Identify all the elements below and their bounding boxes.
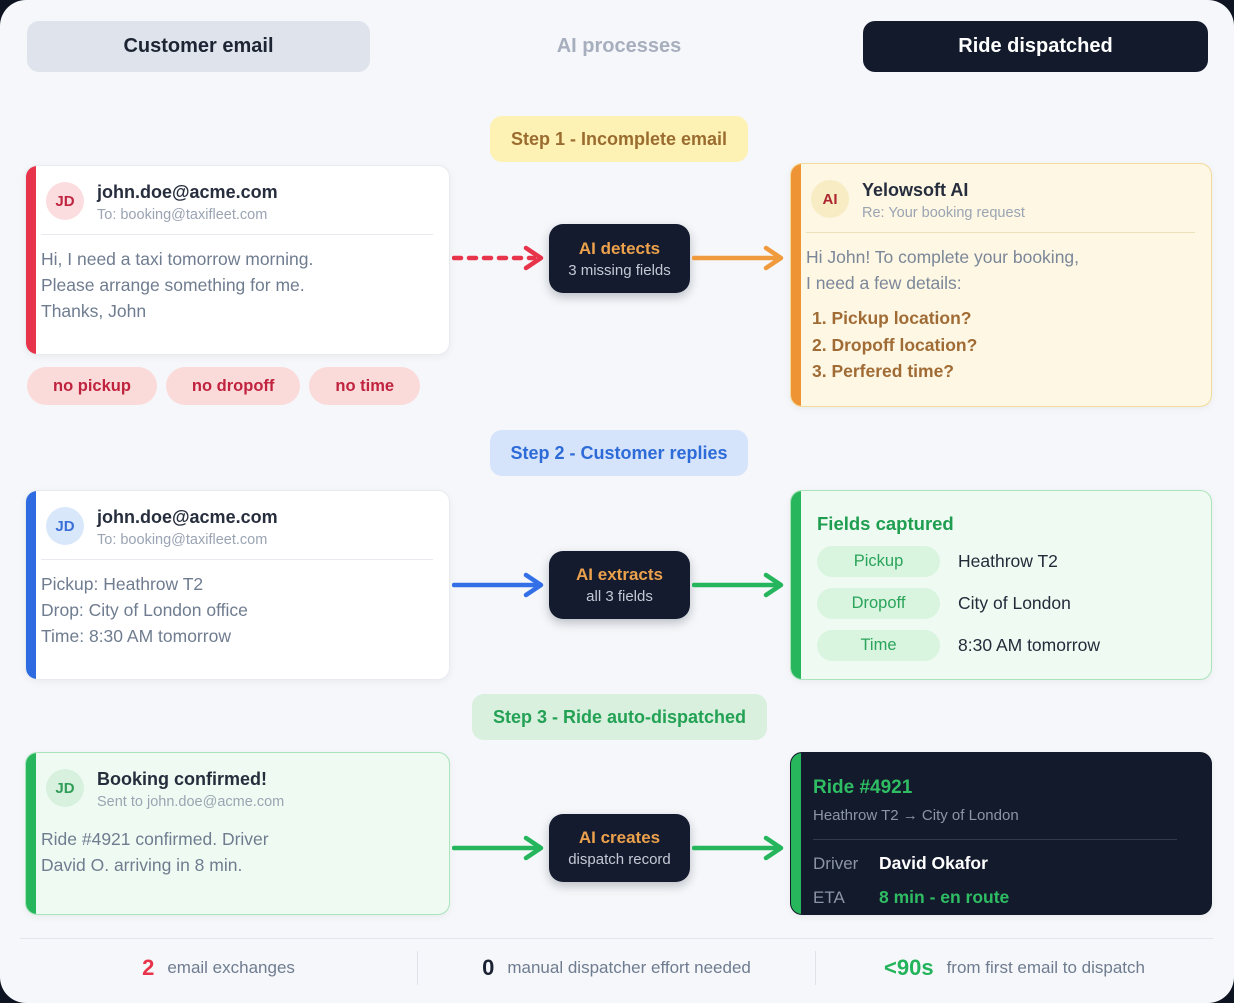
eta-value: 8 min - en route [879,887,1010,907]
missing-field-tags: no pickup no dropoff no time [27,367,421,405]
step2-badge: Step 2 - Customer replies [490,430,748,476]
stat-label: email exchanges [167,958,295,977]
avatar: JD [46,769,84,807]
question-item: 2. Dropoff location? [812,334,978,355]
email-to: To: booking@taxifleet.com [97,532,268,548]
ai-detects-box: AI detects 3 missing fields [549,224,690,293]
question-list: 1. Pickup location? 2. Dropoff location?… [806,305,1191,385]
driver-row: Driver David Okafor [813,853,1187,874]
ai-box-subtitle: 3 missing fields [568,261,671,279]
email-to: To: booking@taxifleet.com [97,207,268,223]
email-body-line: Please arrange something for me. [41,275,305,295]
ride-dispatch-card: Ride #4921 Heathrow T2 → City of London … [790,752,1212,915]
captured-row: Time 8:30 AM tomorrow [817,630,1211,661]
email-from: john.doe@acme.com [97,507,278,527]
step3-confirmation-email-card: JD Booking confirmed! Sent to john.doe@a… [25,752,450,915]
divider [417,951,418,985]
column-header-customer-email[interactable]: Customer email [27,21,370,72]
green-accent-bar [791,491,801,679]
question-item: 1. Pickup location? [812,308,972,328]
avatar: JD [46,507,84,545]
stat-value: <90s [884,955,934,980]
green-accent-bar [791,753,801,914]
ai-box-title: AI detects [578,238,661,258]
reply-subject: Re: Your booking request [862,205,1025,221]
ai-creates-box: AI creates dispatch record [549,814,690,882]
captured-row: Dropoff City of London [817,588,1211,619]
confirmation-meta: Sent to john.doe@acme.com [97,794,285,810]
tag-no-pickup: no pickup [27,367,157,405]
blue-accent-bar [26,491,36,679]
stat-time-to-dispatch: <90s from first email to dispatch [816,955,1213,981]
stat-label: manual dispatcher effort needed [507,958,751,977]
eta-label: ETA [813,888,845,907]
email-body-line: Hi, I need a taxi tomorrow morning. [41,249,314,269]
step1-badge: Step 1 - Incomplete email [490,116,748,162]
divider [41,234,433,235]
blue-arrow-icon [452,572,544,598]
driver-label: Driver [813,854,859,873]
stat-label: from first email to dispatch [946,958,1145,977]
ride-id: Ride #4921 [813,777,913,798]
tag-no-time: no time [309,367,421,405]
column-header-ride-dispatched[interactable]: Ride dispatched [863,21,1208,72]
red-accent-bar [26,166,36,354]
orange-arrow-icon [692,245,784,271]
ai-box-subtitle: all 3 fields [586,588,653,605]
step2-customer-email-card: JD john.doe@acme.com To: booking@taxifle… [25,490,450,680]
email-body-line: Pickup: Heathrow T2 [41,574,204,594]
field-label-time: Time [817,630,940,661]
ai-extracts-box: AI extracts all 3 fields [549,551,690,619]
ai-box-title: AI creates [578,828,661,847]
stat-value: 0 [482,955,495,980]
orange-accent-bar [791,164,801,406]
eta-row: ETA 8 min - en route [813,887,1187,908]
ride-route: Heathrow T2 → City of London [813,807,1019,824]
reply-from: Yelowsoft AI [862,180,969,200]
stat-email-exchanges: 2 email exchanges [20,955,417,981]
divider [806,232,1195,233]
field-value: 8:30 AM tomorrow [958,635,1100,655]
green-accent-bar [26,753,36,914]
driver-name: David Okafor [879,853,988,873]
column-header-ai-processes: AI processes [556,35,682,57]
green-arrow-icon [692,572,784,598]
summary-stats-bar: 2 email exchanges 0 manual dispatcher ef… [20,938,1213,997]
divider [41,559,433,560]
stat-value: 2 [142,955,155,980]
captured-row: Pickup Heathrow T2 [817,546,1211,577]
fields-captured-card: Fields captured Pickup Heathrow T2 Dropo… [790,490,1212,680]
email-body-line: Drop: City of London office [41,600,248,620]
green-arrow-icon [692,835,784,861]
divider [813,839,1177,840]
divider [815,951,816,985]
email-body-line: Time: 8:30 AM tomorrow [41,626,231,646]
ai-avatar: AI [811,180,849,218]
red-dashed-arrow-icon [452,245,544,271]
fields-captured-title: Fields captured [817,513,954,534]
field-label-pickup: Pickup [817,546,940,577]
step1-customer-email-card: JD john.doe@acme.com To: booking@taxifle… [25,165,450,355]
tag-no-dropoff: no dropoff [165,367,301,405]
email-from: john.doe@acme.com [97,182,278,202]
question-item: 3. Perfered time? [812,361,954,381]
reply-body-line: I need a few details: [806,273,962,293]
green-arrow-icon [452,835,544,861]
avatar: JD [46,182,84,220]
field-value: City of London [958,593,1071,613]
email-body-line: Thanks, John [41,301,147,321]
ai-box-subtitle: dispatch record [568,851,671,868]
confirmation-title: Booking confirmed! [97,769,267,789]
reply-body-line: Hi John! To complete your booking, [806,247,1080,267]
step3-badge: Step 3 - Ride auto-dispatched [472,694,767,740]
email-body-line: Ride #4921 confirmed. Driver [41,829,269,849]
step1-ai-reply-card: AI Yelowsoft AI Re: Your booking request… [790,163,1212,407]
email-body-line: David O. arriving in 8 min. [41,855,243,875]
field-value: Heathrow T2 [958,551,1058,571]
stat-manual-effort: 0 manual dispatcher effort needed [418,955,815,981]
field-label-dropoff: Dropoff [817,588,940,619]
ai-box-title: AI extracts [576,565,663,584]
